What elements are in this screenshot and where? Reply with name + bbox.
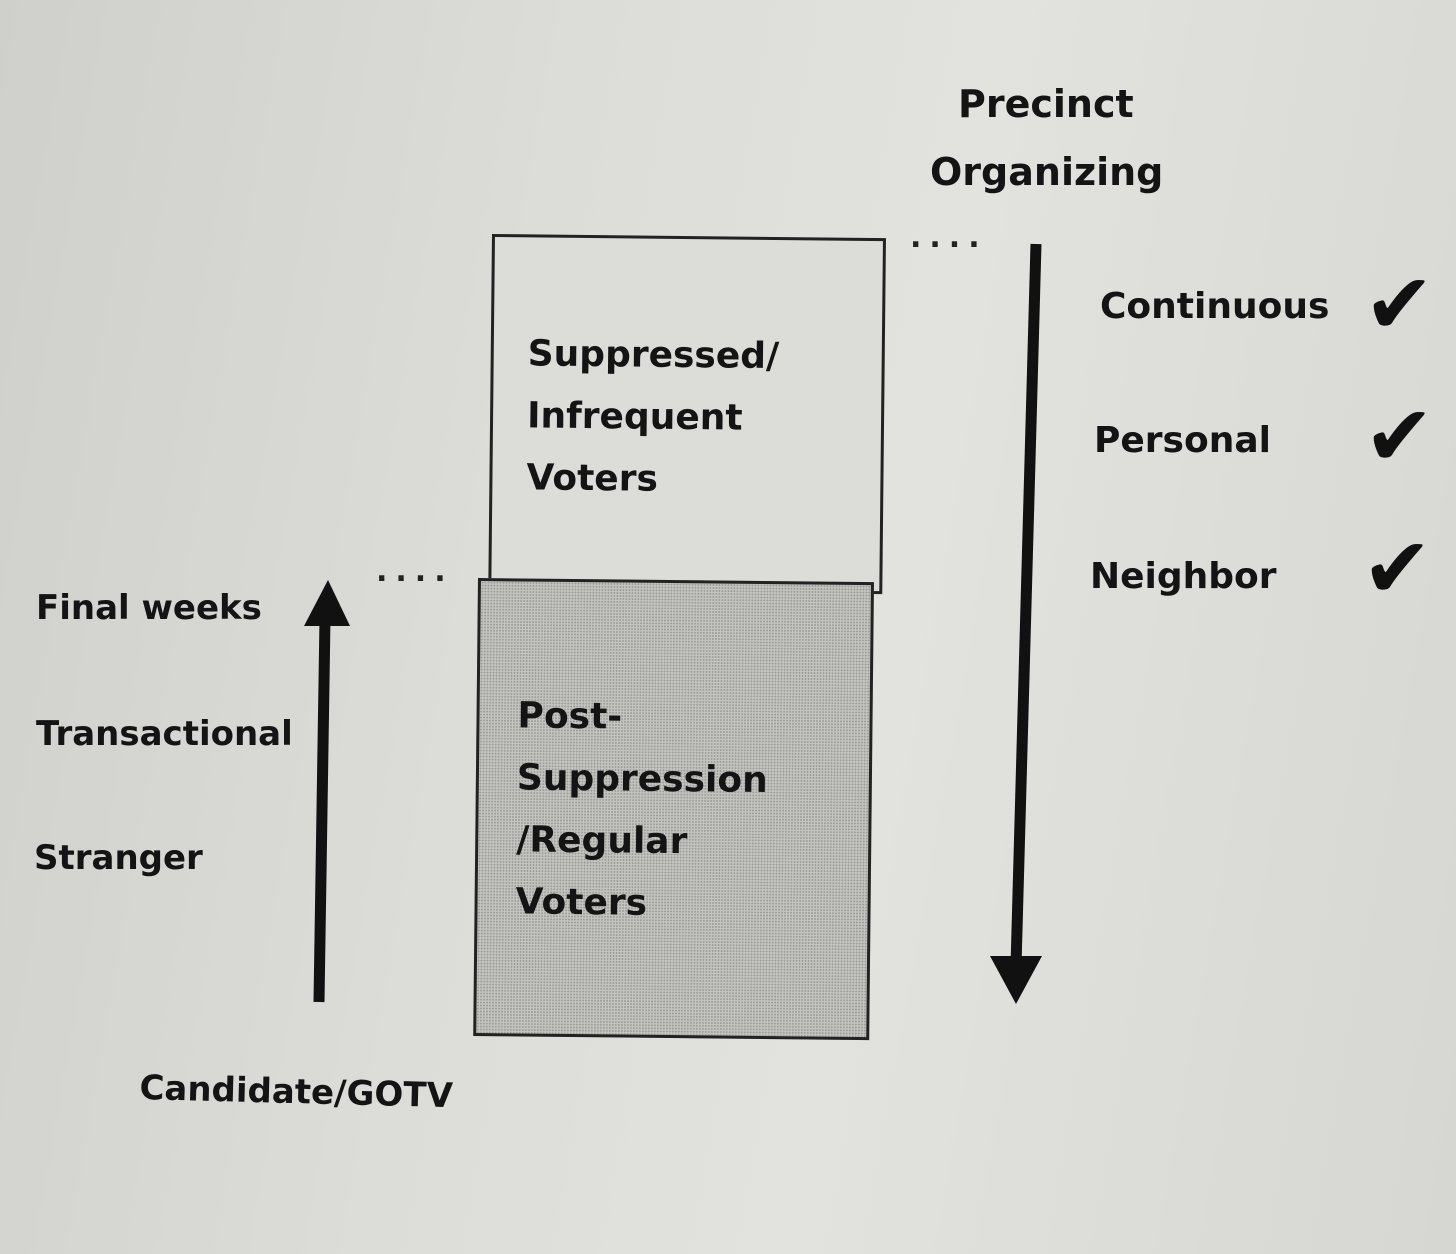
bottom-label-candidate-gotv: Candidate/GOTV	[138, 1068, 454, 1117]
right-label-neighbor: Neighbor	[1090, 556, 1277, 597]
left-label-final-weeks: Final weeks	[36, 588, 262, 628]
middle-dotted-leader: ....	[376, 554, 454, 589]
check-icon: ✔	[1364, 387, 1435, 485]
down-arrow	[990, 243, 1042, 1004]
check-icon: ✔	[1362, 519, 1433, 617]
up-arrow	[304, 580, 350, 1003]
left-label-transactional: Transactional	[36, 714, 293, 754]
top-dotted-leader: ....	[910, 220, 988, 255]
precinct-organizing-title-line1: Precinct	[958, 82, 1134, 126]
precinct-organizing-title-line2: Organizing	[930, 150, 1164, 194]
right-label-continuous: Continuous	[1100, 286, 1330, 327]
right-label-personal: Personal	[1094, 420, 1271, 461]
check-icon: ✔	[1364, 255, 1435, 353]
left-label-stranger: Stranger	[34, 838, 203, 878]
